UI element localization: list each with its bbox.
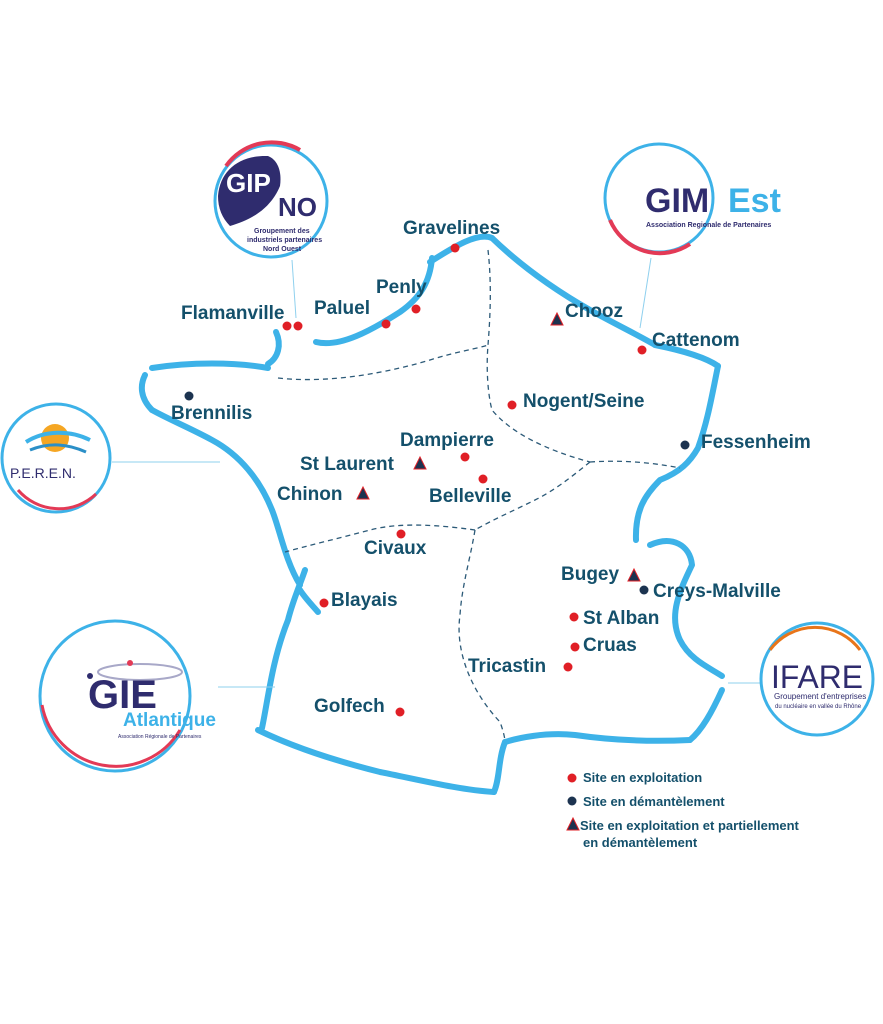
peren-logo: P.E.R.E.N. xyxy=(0,402,112,514)
site-label: Tricastin xyxy=(468,656,546,677)
site-golfech: Golfech xyxy=(314,696,405,717)
site-chinon: Chinon xyxy=(277,484,370,505)
site-blayais: Blayais xyxy=(319,590,398,611)
site-civaux: Civaux xyxy=(364,529,427,559)
site-flamanville: Flamanville xyxy=(181,303,303,331)
marker-exploitation xyxy=(396,529,406,539)
marker-partial xyxy=(550,311,564,326)
site-label: Gravelines xyxy=(403,218,500,239)
site-nogent: Nogent/Seine xyxy=(507,391,644,412)
site-fessenheim: Fessenheim xyxy=(680,432,811,453)
site-label: Bugey xyxy=(561,564,620,585)
site-label: Chinon xyxy=(277,484,342,505)
marker-exploitation xyxy=(478,474,488,484)
marker-exploitation xyxy=(282,321,292,331)
site-cruas: Cruas xyxy=(570,635,637,656)
site-label: Penly xyxy=(376,277,427,298)
site-paluel: Paluel xyxy=(314,298,391,329)
marker-demantelement xyxy=(680,440,690,450)
gimest-logo: GIM Est Association Regionale de Partena… xyxy=(603,142,781,256)
gie-logo: GIE Atlantique Association Régionale de … xyxy=(38,619,216,773)
gie-title-2: Atlantique xyxy=(123,710,216,731)
site-label: Blayais xyxy=(331,590,398,611)
site-label: St Laurent xyxy=(300,454,395,475)
site-label: Golfech xyxy=(314,696,385,717)
site-label: Nogent/Seine xyxy=(523,391,644,412)
gipno-title-1: GIP xyxy=(226,168,271,198)
marker-exploitation xyxy=(293,321,303,331)
gie-title-1: GIE xyxy=(88,673,157,717)
ifare-logo: IFARE Groupement d'entreprises du nucléa… xyxy=(759,621,875,737)
legend-label-demantelement: Site en démantèlement xyxy=(583,794,725,809)
site-gravelines: Gravelines xyxy=(403,218,500,253)
gimest-title-1: GIM xyxy=(645,182,709,220)
site-cattenom: Cattenom xyxy=(637,330,740,355)
site-chooz: Chooz xyxy=(550,301,623,326)
legend-marker-partial xyxy=(566,816,580,831)
site-penly: Penly xyxy=(376,277,427,314)
site-label: Civaux xyxy=(364,538,427,559)
legend-marker-exploitation xyxy=(567,773,577,783)
site-label: Creys-Malville xyxy=(653,581,781,602)
site-label: Chooz xyxy=(565,301,623,322)
gipno-line-3: Nord Ouest xyxy=(263,246,302,253)
site-label: St Alban xyxy=(583,608,659,629)
gipno-logo: GIP NO Groupement des industriels parten… xyxy=(213,140,329,259)
peren-name: P.E.R.E.N. xyxy=(10,465,76,481)
legend: Site en exploitation Site en démantèleme… xyxy=(566,770,800,850)
legend-label-partial-2: en démantèlement xyxy=(583,835,698,850)
legend-label-exploitation: Site en exploitation xyxy=(583,770,702,785)
marker-exploitation xyxy=(411,304,421,314)
sites: Gravelines Penly Paluel Flamanville Choo… xyxy=(171,218,811,717)
site-dampierre: Dampierre xyxy=(400,430,494,462)
site-label: Cruas xyxy=(583,635,637,656)
ifare-title: IFARE xyxy=(771,659,863,695)
site-label: Flamanville xyxy=(181,303,285,324)
logo-connectors xyxy=(112,257,760,688)
site-label: Cattenom xyxy=(652,330,740,351)
site-belleville: Belleville xyxy=(429,474,511,507)
gimest-line-1: Association Regionale de Partenaires xyxy=(646,222,771,229)
marker-demantelement xyxy=(184,391,194,401)
gimest-title-2: Est xyxy=(728,182,781,220)
marker-exploitation xyxy=(507,400,517,410)
legend-marker-demantelement xyxy=(567,796,577,806)
marker-exploitation xyxy=(395,707,405,717)
site-stalban: St Alban xyxy=(569,608,659,629)
ifare-line-2: du nucléaire en vallée du Rhône xyxy=(775,704,862,710)
marker-partial xyxy=(356,485,370,500)
site-stlaurent: St Laurent xyxy=(300,454,427,475)
marker-demantelement xyxy=(639,585,649,595)
gipno-line-1: Groupement des xyxy=(254,228,310,235)
marker-exploitation xyxy=(319,598,329,608)
site-tricastin: Tricastin xyxy=(468,656,573,677)
marker-exploitation xyxy=(569,612,579,622)
marker-exploitation xyxy=(460,452,470,462)
legend-label-partial: Site en exploitation et partiellement xyxy=(580,818,800,833)
site-brennilis: Brennilis xyxy=(171,391,252,424)
ifare-line-1: Groupement d'entreprises xyxy=(774,692,866,701)
site-creys: Creys-Malville xyxy=(639,581,781,602)
marker-exploitation xyxy=(570,642,580,652)
marker-partial xyxy=(413,455,427,470)
site-label: Paluel xyxy=(314,298,370,319)
marker-partial xyxy=(627,567,641,582)
marker-exploitation xyxy=(450,243,460,253)
region-boundaries xyxy=(277,249,681,743)
site-label: Dampierre xyxy=(400,430,494,451)
sun-icon xyxy=(41,424,69,452)
marker-exploitation xyxy=(637,345,647,355)
gipno-line-2: industriels partenaires xyxy=(247,237,322,244)
marker-exploitation xyxy=(381,319,391,329)
site-bugey: Bugey xyxy=(561,564,641,585)
site-label: Brennilis xyxy=(171,403,252,424)
gie-line-1: Association Régionale de Partenaires xyxy=(118,734,202,740)
site-label: Fessenheim xyxy=(701,432,811,453)
marker-exploitation xyxy=(563,662,573,672)
france-border xyxy=(138,233,725,795)
site-label: Belleville xyxy=(429,486,511,507)
gipno-title-2: NO xyxy=(278,192,317,222)
